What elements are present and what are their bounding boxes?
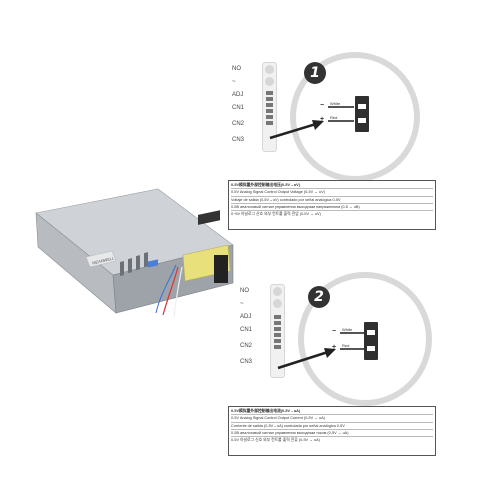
panel1-side-labels: NO ~ ADJ CN1 CN2 CN3	[232, 66, 244, 150]
panel2-red-wire-label: Red	[342, 343, 350, 348]
panel1-white-wire	[328, 106, 354, 108]
connector-pin	[274, 339, 281, 343]
power-supply-unit: MEANWELL	[28, 185, 238, 325]
panel2-connector-strip	[270, 284, 285, 378]
note-line: 0-5V Analog Signal Control Output Voltag…	[231, 189, 433, 197]
indicator-dot	[265, 77, 274, 86]
panel1-number-badge: 1	[304, 62, 326, 84]
panel2-arrow	[277, 348, 336, 370]
indicator-dot	[273, 299, 282, 308]
label-cn1: CN1	[232, 105, 245, 111]
panel2-terminal-screw	[367, 346, 375, 351]
label-cn1: CN1	[240, 327, 253, 333]
panel2-terminal-screw	[367, 330, 375, 335]
connector-pin	[274, 327, 281, 331]
label-adj: ADJ	[232, 92, 244, 98]
connector-pin	[274, 333, 281, 337]
power-supply-illustration	[35, 188, 234, 318]
connector-pin	[266, 91, 273, 95]
connector-pin	[266, 115, 273, 119]
connector-pin	[266, 121, 273, 125]
note-line: 0-5В аналоговый сигнал управления выходн…	[231, 204, 433, 212]
panel1-white-wire-label: White	[330, 101, 341, 106]
indicator-dot	[265, 65, 274, 74]
panel1-description-box: 0-5V模拟量外部控制输出电压(0-5V→uV) 0-5V Analog Sig…	[228, 180, 436, 230]
label-tilde: ~	[232, 79, 236, 85]
panel2-minus-sign: −	[332, 328, 337, 335]
connector-pin	[274, 321, 281, 325]
connector-pin	[266, 97, 273, 101]
panel2-description-box: 0-5V模拟量外部控制输出电流(0-5V→uA) 0-5V Analog Sig…	[228, 406, 436, 456]
panel1-terminal-screw	[358, 118, 366, 123]
label-adj: ADJ	[240, 314, 252, 320]
panel1-plus-sign: +	[320, 116, 325, 123]
label-cn2: CN2	[232, 121, 245, 127]
note-line: 0-5В аналоговый сигнал управления выходн…	[231, 430, 433, 438]
label-tilde: ~	[240, 301, 244, 307]
panel2-white-wire	[340, 332, 364, 334]
label-cn2: CN2	[240, 343, 253, 349]
panel1-terminal-screw	[358, 104, 366, 109]
panel2-plus-sign: +	[332, 344, 337, 351]
label-cn3: CN3	[232, 137, 245, 143]
label-no: NO	[240, 288, 249, 294]
panel2-white-wire-label: White	[342, 327, 353, 332]
panel1-arrow	[269, 120, 324, 140]
connector-pin	[266, 103, 273, 107]
note-line: 0-5V模拟量外部控制输出电压(0-5V→uV)	[231, 182, 433, 190]
connector-pin	[274, 315, 281, 319]
indicator-dot	[273, 287, 282, 296]
panel2-red-wire	[340, 348, 364, 350]
connector-pin	[274, 345, 281, 349]
note-line: 0~5V 아날로그 신호 외부 컨트롤 출력 전압 (0-5V → uV)	[231, 212, 321, 217]
panel1-red-wire-label: Red	[330, 115, 338, 120]
panel2-side-labels: NO ~ ADJ CN1 CN2 CN3	[240, 288, 252, 372]
note-line: 0-5V Analog Signal Control Output Curren…	[231, 415, 433, 423]
connector-pin	[266, 109, 273, 113]
note-line: Corriente de salida (0-5V→uA) controlada…	[231, 423, 433, 431]
panel1-connector-strip	[262, 62, 277, 152]
panel1-minus-sign: −	[320, 102, 325, 109]
label-no: NO	[232, 66, 241, 72]
note-line: 0-5V模拟量外部控制输出电流(0-5V→uA)	[231, 408, 433, 416]
panel2-terminal-block	[364, 322, 378, 360]
note-line: Voltaje de salida (0-5V→uV) controlado p…	[231, 197, 433, 205]
note-line: 0-5V 아날로그 신호 외부 컨트롤 출력 전류 (0-5V → uA)	[231, 438, 320, 443]
label-cn3: CN3	[240, 359, 253, 365]
panel1-red-wire	[328, 120, 354, 122]
panel1-terminal-block	[355, 96, 369, 132]
panel2-number-badge: 2	[308, 286, 330, 308]
